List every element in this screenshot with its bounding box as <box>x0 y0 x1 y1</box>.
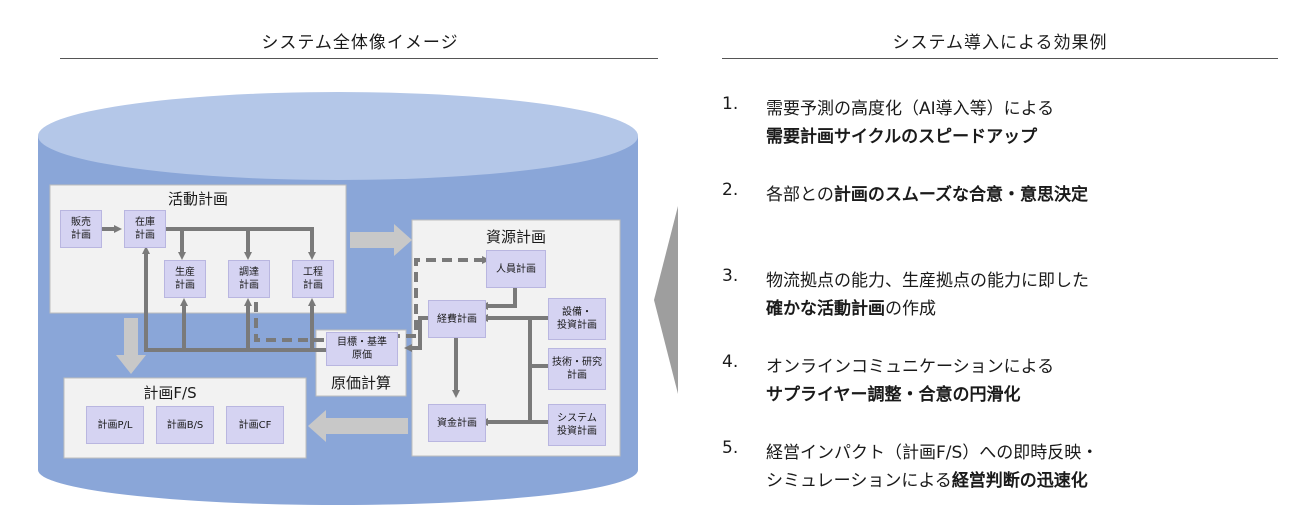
node-expense-plan: 経費計画 <box>428 300 486 338</box>
activity-plan-title: 活動計画 <box>167 190 228 208</box>
right-header: システム導入による効果例 <box>892 33 1108 53</box>
effect-item-5: 5. 経営インパクト（計画F/S）への即時反映・ シミュレーションによる経営判断… <box>722 438 1099 491</box>
node-tech-research-plan: 技術・研究 計画 <box>548 348 606 390</box>
node-plan-pl: 計画P/L <box>86 406 144 444</box>
connector-expense-to-cost <box>404 316 428 352</box>
node-equipment-plan: 設備・ 投資計画 <box>548 298 606 340</box>
block-arrow-activity-to-fs <box>116 318 146 374</box>
block-arrow-activity-to-resource <box>350 224 412 256</box>
effect-item-1: 1. 需要予測の高度化（AI導入等）による 需要計画サイクルのスピードアップ <box>722 94 1055 147</box>
database-cylinder-top <box>38 92 638 180</box>
node-personnel-plan: 人員計画 <box>486 250 546 288</box>
node-process-plan: 工程 計画 <box>292 260 334 298</box>
dashed-procurement-to-cost <box>254 302 326 342</box>
gray-chevron-divider <box>654 206 678 394</box>
node-sales-plan: 販売 計画 <box>60 210 102 248</box>
node-funds-plan: 資金計画 <box>428 404 486 442</box>
fs-plan-title: 計画F/S <box>143 384 197 402</box>
effect-item-4: 4. オンラインコミュニケーションによる サプライヤー調整・合意の円滑化 <box>722 352 1055 405</box>
connector-right-bus <box>480 364 548 426</box>
left-header-rule <box>60 58 658 59</box>
effect-item-2: 2. 各部との計画のスムーズな合意・意思決定 <box>722 180 1088 205</box>
effect-item-3: 3. 物流拠点の能力、生産拠点の能力に即した 確かな活動計画の作成 <box>722 266 1089 319</box>
node-procurement-plan: 調達 計画 <box>228 260 270 298</box>
left-header: システム全体像イメージ <box>261 33 459 53</box>
resource-plan-title: 資源計画 <box>485 228 546 246</box>
cost-calc-title: 原価計算 <box>330 374 391 392</box>
block-arrow-resource-to-fs <box>308 410 408 442</box>
node-plan-cf: 計画CF <box>226 406 284 444</box>
right-header-rule <box>722 58 1278 59</box>
node-target-standard-cost: 目標・基準 原価 <box>326 332 398 366</box>
connector-cost-return <box>142 246 326 352</box>
node-production-plan: 生産 計画 <box>164 260 206 298</box>
node-plan-bs: 計画B/S <box>156 406 214 444</box>
node-inventory-plan: 在庫 計画 <box>124 210 166 248</box>
connector-personnel-to-expense <box>480 288 517 310</box>
effects-list: 1. 需要予測の高度化（AI導入等）による 需要計画サイクルのスピードアップ 2… <box>722 94 1282 524</box>
connector-inventory-to-process <box>164 227 316 260</box>
node-system-investment-plan: システム 投資計画 <box>548 404 606 446</box>
